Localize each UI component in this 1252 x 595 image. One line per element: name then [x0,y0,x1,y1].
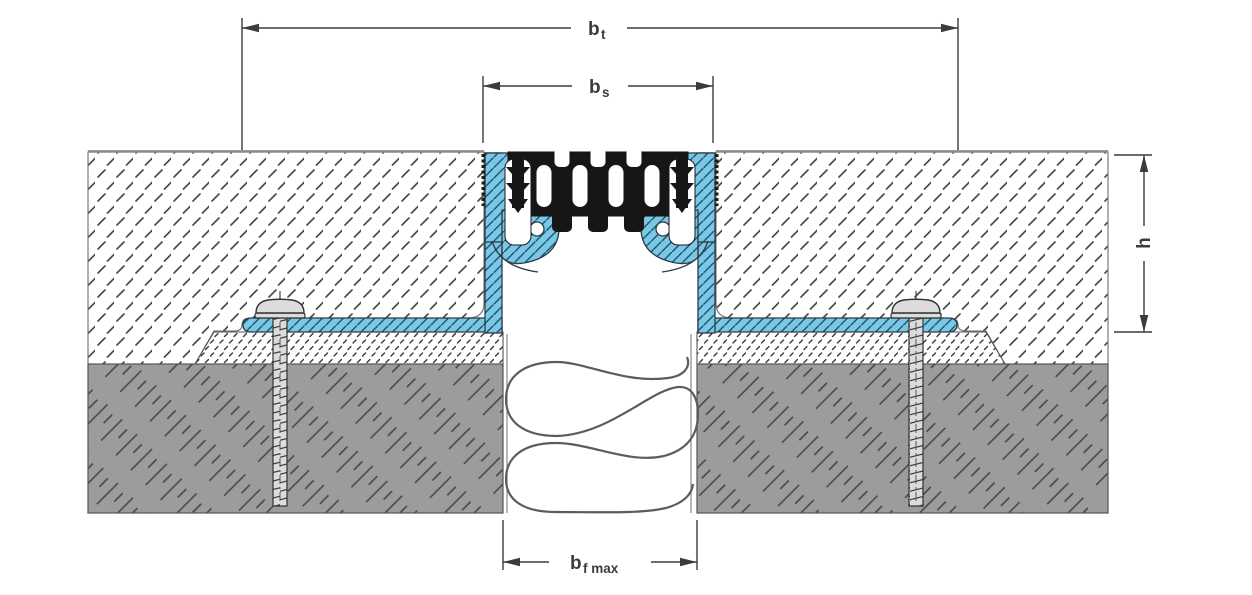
profile-hole-right [655,221,671,237]
arrow-up [1139,155,1149,172]
profile-flange-left [242,317,503,333]
dim-label-bf: b [570,553,582,574]
fixing-screw-right [890,291,942,507]
profile-lip-left [491,240,539,273]
concrete-slab-right [696,363,1109,514]
screw-washer-left [254,312,306,319]
profile-flange-right [697,317,958,333]
screw-washer-right [890,312,942,319]
arrow-left [242,23,259,33]
rubber-insert [504,148,696,246]
rubber-notch [626,148,642,167]
arrow-right [941,23,958,33]
dimension-h [1114,154,1152,333]
dim-label-h: h [1134,237,1155,249]
dim-label-bt: b [588,19,600,40]
arrow-left [483,81,500,91]
dimension-bs [482,76,714,143]
screw-head-left [255,298,305,314]
arrow-left [503,557,520,567]
foam-filler [504,356,700,514]
screed-left [87,151,485,365]
dim-label-bt-sub: t [601,27,606,42]
dimension-bt [241,18,959,150]
rubber-tab [588,210,608,232]
arrow-right [680,557,697,567]
concrete-slab-left [87,363,504,514]
mortar-bed-right [696,331,1006,365]
arrow-right [696,81,713,91]
rubber-barb-right [670,152,694,213]
arrow-down [1139,315,1149,332]
rubber-slot [572,165,588,207]
rubber-slot [536,165,552,207]
screed-layer [87,150,1109,365]
screw-head-right [891,298,941,314]
rubber-slot [608,165,624,207]
rubber-notch [590,148,606,167]
fixing-screw-left [254,291,306,507]
profile-lip-right [661,240,709,273]
mortar-bed-left [194,331,504,365]
joint-gap [504,334,700,514]
dim-label-bf-sub: f max [583,561,619,576]
rubber-barb-left [506,152,530,213]
screed-right [715,151,1109,365]
mortar-bed [194,331,1006,365]
concrete-slabs [87,363,1109,514]
dim-label-bs: b [589,77,601,98]
rubber-tab [624,210,644,232]
rubber-slot [644,165,660,207]
profile-hole-left [529,221,545,237]
rubber-tab [552,210,572,232]
dimension-bf-max [502,520,698,570]
dim-label-bs-sub: s [602,85,610,100]
rubber-notch [554,148,570,167]
